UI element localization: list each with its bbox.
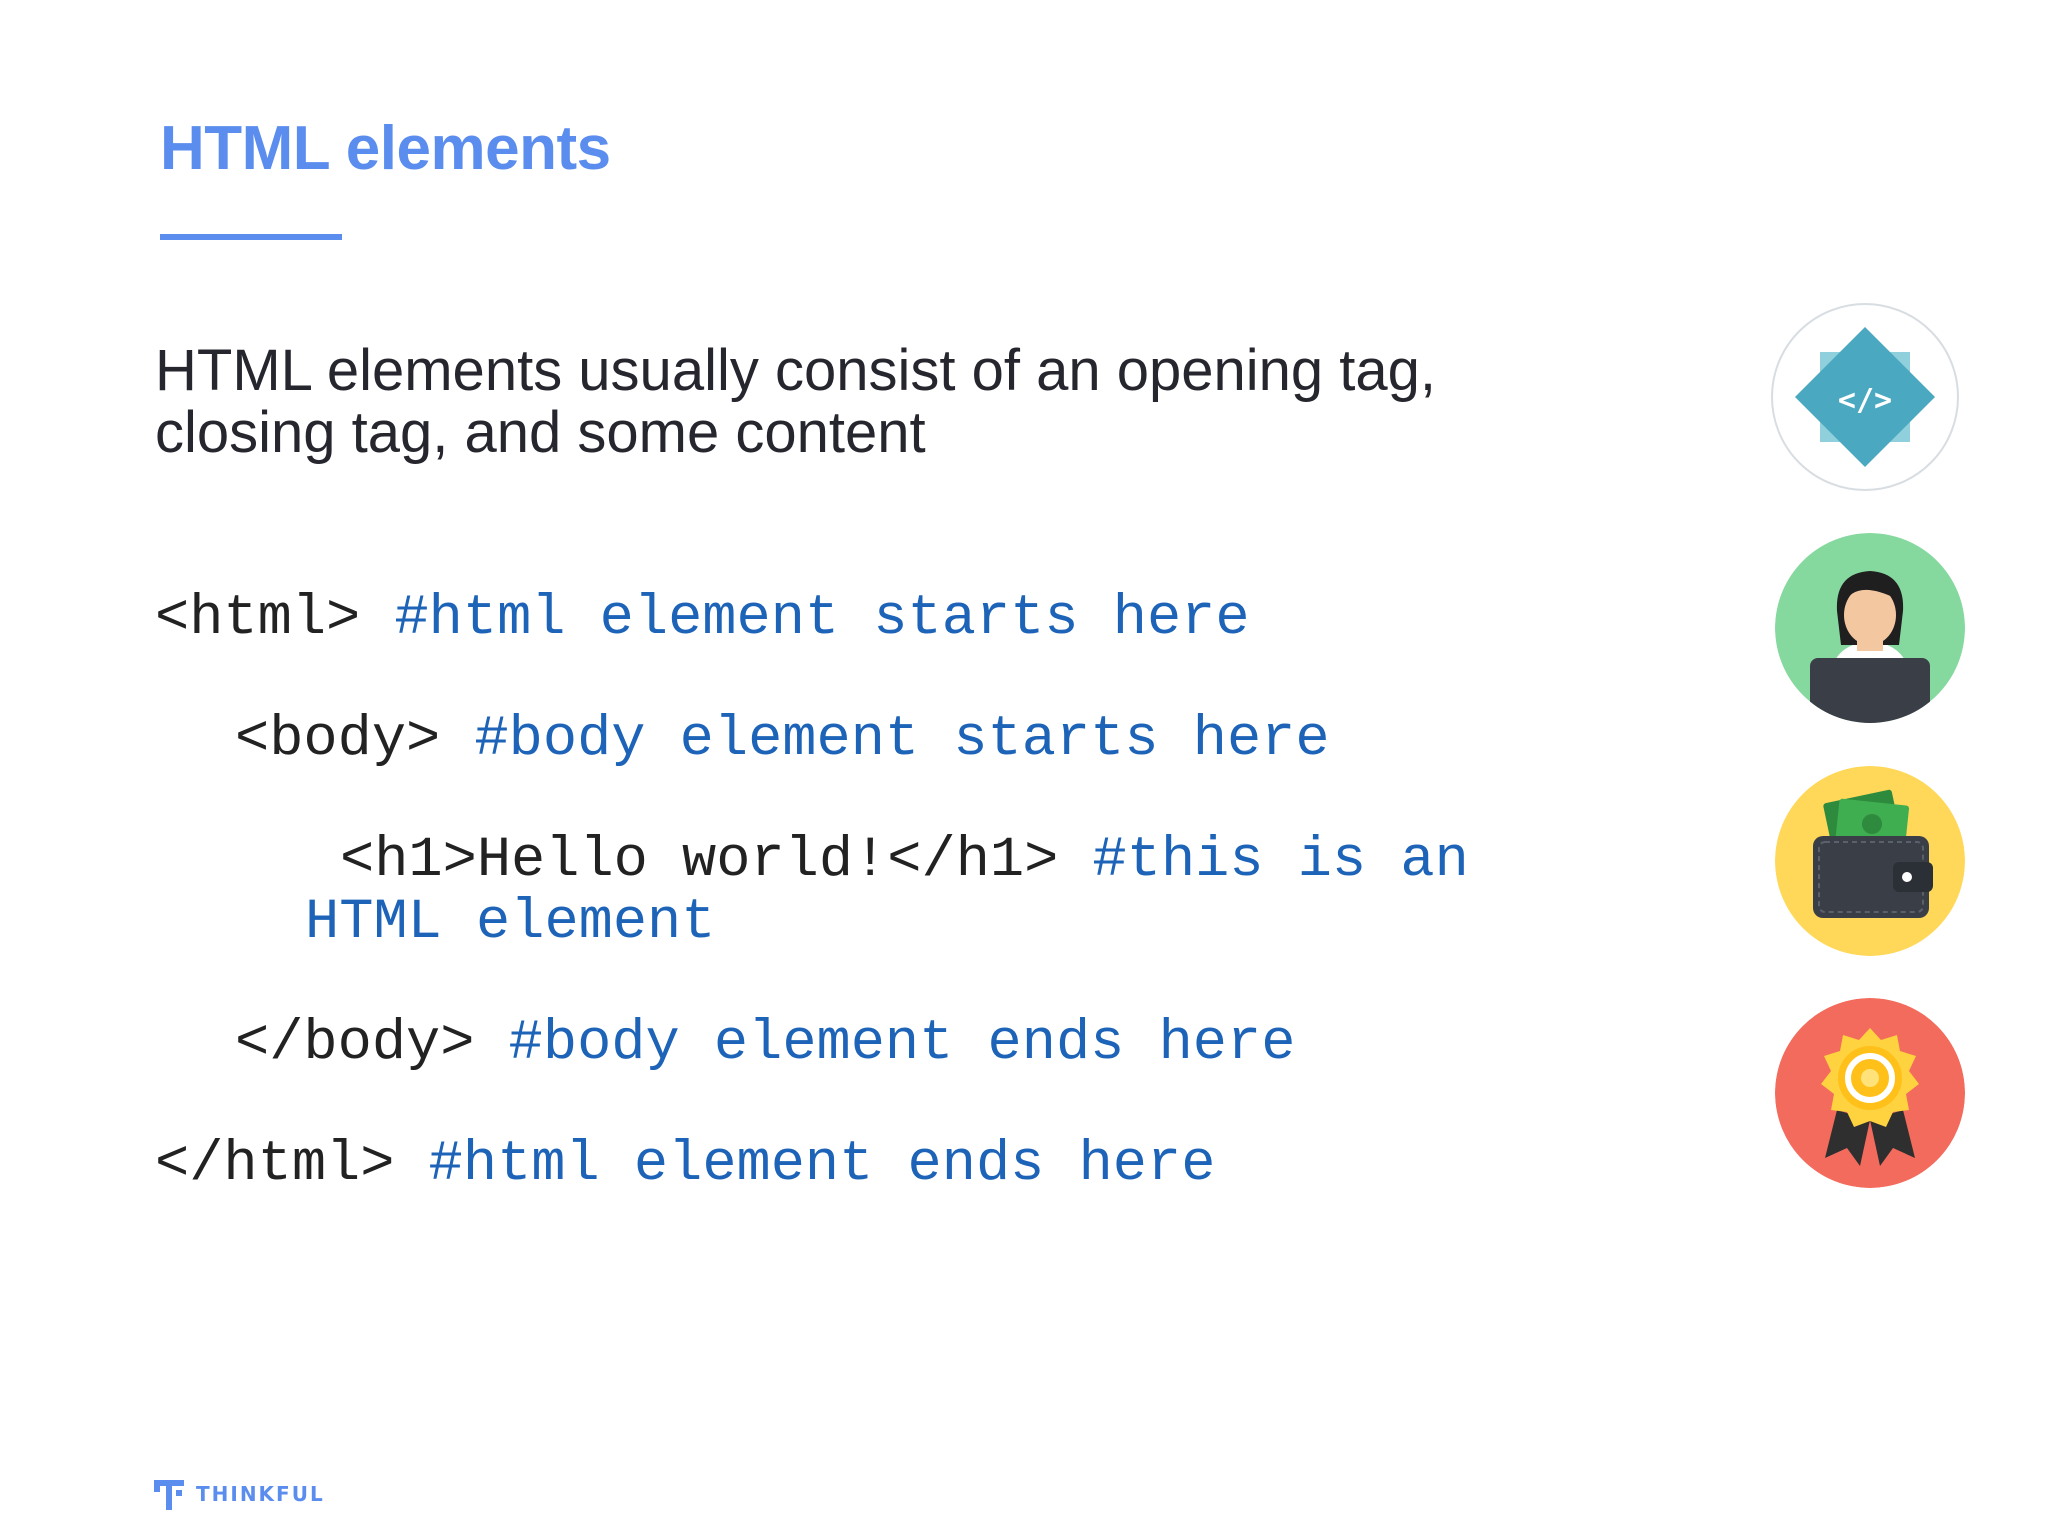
code-diamond-icon: </> [1770, 302, 1960, 492]
code-line-html-close: </html> #html element ends here [155, 1134, 1215, 1196]
code-comment: HTML element [305, 891, 716, 955]
thinkful-logo: THINKFUL [152, 1474, 325, 1514]
code-line-html-open: <html> #html element starts here [155, 588, 1250, 650]
slide-title: HTML elements [160, 114, 611, 183]
code-tag: </body> [235, 1012, 475, 1076]
code-tag: <h1>Hello world!</h1> [340, 829, 1059, 893]
code-line-body-open: <body> #body element starts here [235, 709, 1330, 771]
code-tag: </html> [155, 1133, 395, 1197]
code-tag: <html> [155, 587, 361, 651]
award-rosette-icon [1775, 998, 1965, 1188]
code-comment: #body element starts here [474, 708, 1330, 772]
code-tag: <body> [235, 708, 441, 772]
code-line-h1-continuation: HTML element [305, 892, 715, 954]
person-laptop-icon [1775, 533, 1965, 723]
code-line-body-close: </body> #body element ends here [235, 1013, 1295, 1075]
thinkful-mark-icon [154, 1480, 184, 1510]
code-comment: #this is an [1092, 829, 1469, 893]
intro-paragraph: HTML elements usually consist of an open… [155, 338, 1436, 465]
code-comment: #body element ends here [508, 1012, 1296, 1076]
code-comment: #html element starts here [394, 587, 1250, 651]
wallet-money-icon [1775, 766, 1965, 956]
code-glyph: </> [1838, 383, 1892, 418]
code-line-h1: <h1>Hello world!</h1> #this is an [340, 830, 1469, 892]
title-underline [160, 234, 342, 240]
logo-wordmark: THINKFUL [196, 1482, 325, 1506]
code-comment: #html element ends here [428, 1133, 1216, 1197]
